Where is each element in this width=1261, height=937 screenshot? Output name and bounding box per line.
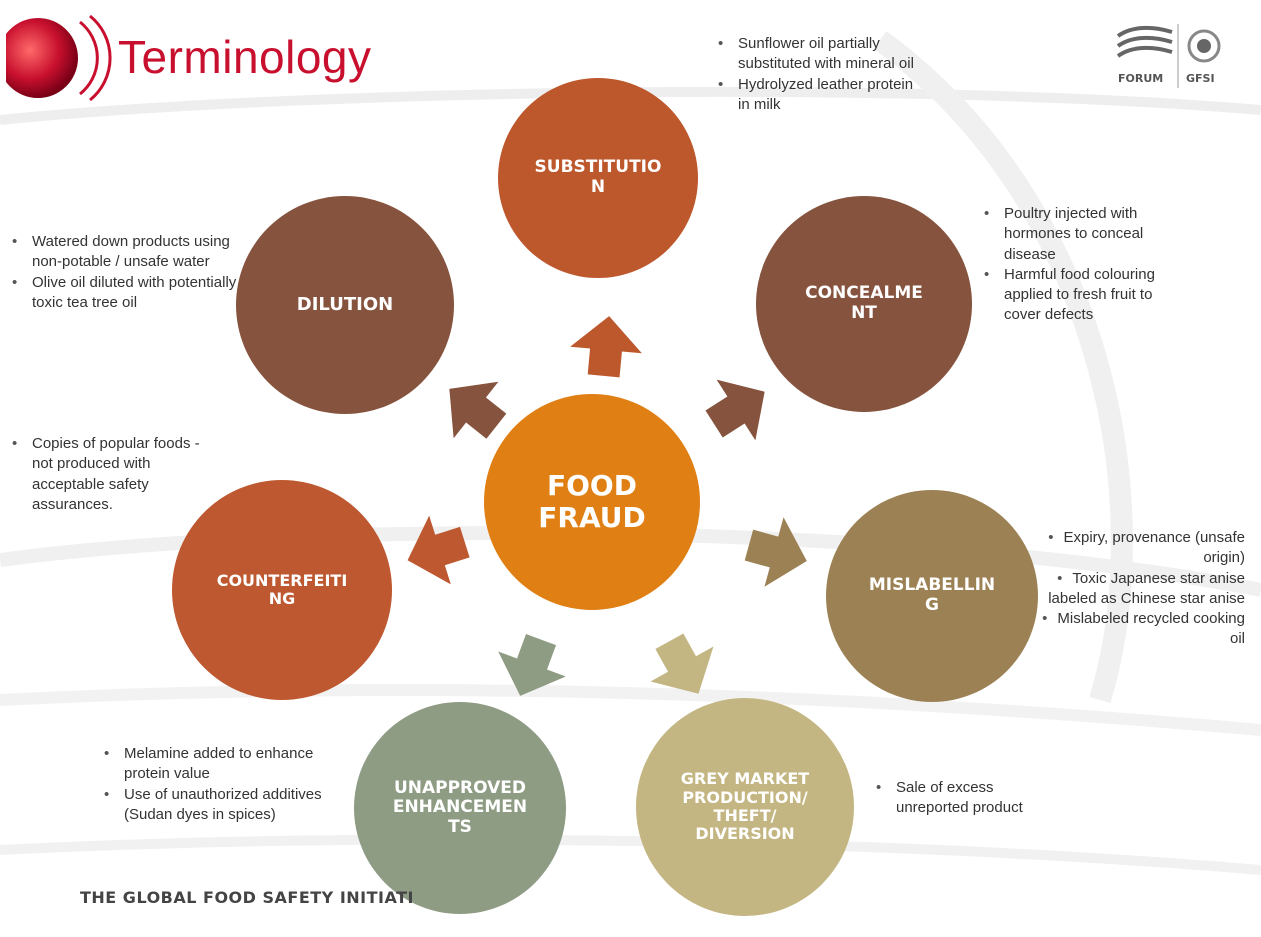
example-item: Watered down products using non-potable … xyxy=(12,232,248,273)
unapproved-enhancements-examples: Melamine added to enhance protein value … xyxy=(100,744,360,825)
example-item: Melamine added to enhance protein value xyxy=(104,744,360,785)
example-item: Olive oil diluted with potentially toxic… xyxy=(12,273,248,314)
example-item: Mislabeled recycled cooking oil xyxy=(1040,609,1245,650)
arrow-to-counterfeiting xyxy=(407,515,470,585)
unapproved-enhancements-label: UNAPPROVED ENHANCEMEN TS xyxy=(392,777,528,837)
arrow-to-unapproved xyxy=(498,634,566,696)
example-item: Sunflower oil partially substituted with… xyxy=(718,34,914,75)
forum-gfsi-logo: FORUM GFSI xyxy=(1112,24,1228,94)
example-item: Toxic Japanese star anise labeled as Chi… xyxy=(1040,569,1245,610)
arrow-to-substitution xyxy=(570,316,642,378)
example-item: Hydrolyzed leather protein in milk xyxy=(718,75,914,116)
gfsi-label: GFSI xyxy=(1186,72,1215,85)
grey-market-circle: GREY MARKET PRODUCTION/ THEFT/ DIVERSION xyxy=(636,698,854,916)
footer-text: THE GLOBAL FOOD SAFETY INITIATI xyxy=(80,888,414,907)
substitution-circle: SUBSTITUTIO N xyxy=(498,78,698,278)
example-item: Sale of excess unreported product xyxy=(876,778,1062,819)
concealment-examples: Poultry injected with hormones to concea… xyxy=(980,204,1185,326)
red-orb-logo-icon xyxy=(6,14,112,102)
forum-label: FORUM xyxy=(1118,72,1164,85)
example-item: Expiry, provenance (unsafe origin) xyxy=(1040,528,1246,569)
arrow-to-mislabelling xyxy=(744,517,807,587)
counterfeiting-label: COUNTERFEITI NG xyxy=(216,570,348,608)
counterfeiting-circle: COUNTERFEITI NG xyxy=(172,480,392,700)
substitution-examples: Sunflower oil partially substituted with… xyxy=(714,34,914,115)
counterfeiting-examples: Copies of popular foods - not produced w… xyxy=(8,434,208,515)
mislabelling-examples: Expiry, provenance (unsafe origin) Toxic… xyxy=(1040,528,1245,650)
concealment-label: CONCEALME NT xyxy=(805,283,923,323)
unapproved-enhancements-circle: UNAPPROVED ENHANCEMEN TS xyxy=(354,702,566,914)
arrow-to-grey-market xyxy=(650,633,714,694)
grey-market-examples: Sale of excess unreported product xyxy=(872,778,1062,819)
food-fraud-circle: FOOD FRAUD xyxy=(484,394,700,610)
example-item: Harmful food colouring applied to fresh … xyxy=(984,265,1185,326)
dilution-circle: DILUTION xyxy=(236,196,454,414)
grey-market-label: GREY MARKET PRODUCTION/ THEFT/ DIVERSION xyxy=(680,769,810,844)
example-item: Copies of popular foods - not produced w… xyxy=(12,434,208,515)
food-fraud-label: FOOD FRAUD xyxy=(538,468,646,534)
example-item: Use of unauthorized additives (Sudan dye… xyxy=(104,785,360,826)
substitution-label: SUBSTITUTIO N xyxy=(534,157,662,197)
dilution-examples: Watered down products using non-potable … xyxy=(8,232,248,313)
forum-logo-icon xyxy=(1116,24,1221,88)
arrow-to-dilution xyxy=(449,381,507,439)
concealment-circle: CONCEALME NT xyxy=(756,196,972,412)
example-item: Poultry injected with hormones to concea… xyxy=(984,204,1185,265)
mislabelling-label: MISLABELLIN G xyxy=(868,575,996,615)
dilution-label: DILUTION xyxy=(296,293,394,315)
mislabelling-circle: MISLABELLIN G xyxy=(826,490,1038,702)
page-title: Terminology xyxy=(118,31,372,83)
arrow-to-concealment xyxy=(705,379,765,441)
